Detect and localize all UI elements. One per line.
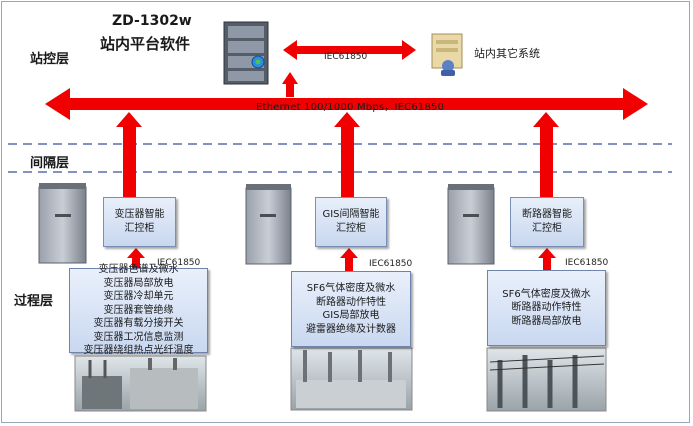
layer-label-bay: 间隔层: [30, 156, 70, 171]
software-name: 站内平台软件: [100, 35, 191, 53]
photo-gis: [290, 347, 413, 411]
bay2-monitor-item: SF6气体密度及微水: [306, 283, 396, 294]
bay2-up-arrow: [334, 112, 360, 197]
software-link-label: IEC61850: [324, 52, 368, 62]
bay3-monitor-item: 断路器局部放电: [511, 315, 582, 327]
cabinet-bay2: [245, 184, 292, 265]
bay3-cabinet-label-line1: 断路器智能: [522, 209, 572, 220]
layer-label-station: 站控层: [30, 52, 70, 67]
bay3-monitor-item: 断路器动作特性: [511, 302, 582, 314]
bay1-monitor-item: 变压器有载分接开关: [93, 318, 184, 330]
bay3-cabinet-box: 断路器智能 汇控柜: [510, 197, 584, 247]
computer-icon: [431, 33, 463, 76]
bay1-monitor-item: 变压器绕组热点光纤温度: [83, 345, 194, 357]
bay3-up-arrow: [533, 112, 559, 197]
bay1-monitor-item: 变压器套管绝缘: [103, 304, 174, 316]
bay1-monitor-item: 变压器冷却单元: [103, 291, 174, 303]
ethernet-bus-arrow: [45, 88, 648, 120]
bay1-monitor-item: 变压器色谱及微水: [98, 264, 179, 276]
cabinet-bay3: [447, 184, 495, 265]
bay2-protocol-label: IEC61850: [369, 259, 413, 269]
bay2-process-arrow: [340, 248, 358, 271]
cabinet-bay1: [38, 183, 87, 264]
bay2-monitor-item: 避雷器绝缘及计数器: [306, 323, 396, 335]
bay2-monitor-list: SF6气体密度及微水 断路器动作特性 GIS局部放电 避雷器绝缘及计数器: [291, 271, 411, 347]
server-rack-icon: [223, 21, 269, 85]
bay2-monitor-item: GIS局部放电: [322, 310, 380, 321]
software-model: ZD-1302w: [112, 13, 192, 29]
software-link-arrow: [283, 40, 416, 60]
other-system-label: 站内其它系统: [474, 47, 540, 60]
bay3-protocol-label: IEC61850: [565, 258, 609, 268]
bay3-process-arrow: [538, 248, 556, 270]
photo-transformer: [74, 355, 207, 412]
bay1-up-arrow: [116, 112, 142, 197]
bay1-cabinet-label-line2: 汇控柜: [124, 223, 155, 234]
bay1-monitor-item: 变压器局部放电: [103, 277, 174, 289]
bay1-protocol-label: IEC61850: [157, 258, 201, 268]
bay1-monitor-item: 变压器工况信息监测: [93, 331, 184, 343]
layer-label-process: 过程层: [14, 294, 54, 309]
photo-breaker: [486, 347, 607, 412]
bay3-monitor-list: SF6气体密度及微水 断路器动作特性 断路器局部放电: [487, 270, 606, 346]
bay2-cabinet-label-line1: GIS间隔智能: [322, 209, 380, 220]
bay2-monitor-item: 断路器动作特性: [316, 296, 386, 308]
bay1-process-arrow: [127, 248, 145, 270]
bay2-cabinet-box: GIS间隔智能 汇控柜: [315, 197, 387, 247]
bay1-cabinet-label-line1: 变压器智能: [114, 209, 165, 220]
software-bus-arrow: [282, 72, 298, 97]
bay3-cabinet-label-line2: 汇控柜: [532, 223, 562, 234]
bay1-monitor-list: 变压器色谱及微水 变压器局部放电 变压器冷却单元 变压器套管绝缘 变压器有载分接…: [69, 264, 208, 356]
bay1-cabinet-box: 变压器智能 汇控柜: [103, 197, 176, 247]
bay2-cabinet-label-line2: 汇控柜: [336, 223, 366, 234]
ethernet-bus-label: Ethernet 100/1000 Mbps，IEC61850: [256, 102, 445, 113]
bay3-monitor-item: SF6气体密度及微水: [502, 288, 591, 300]
